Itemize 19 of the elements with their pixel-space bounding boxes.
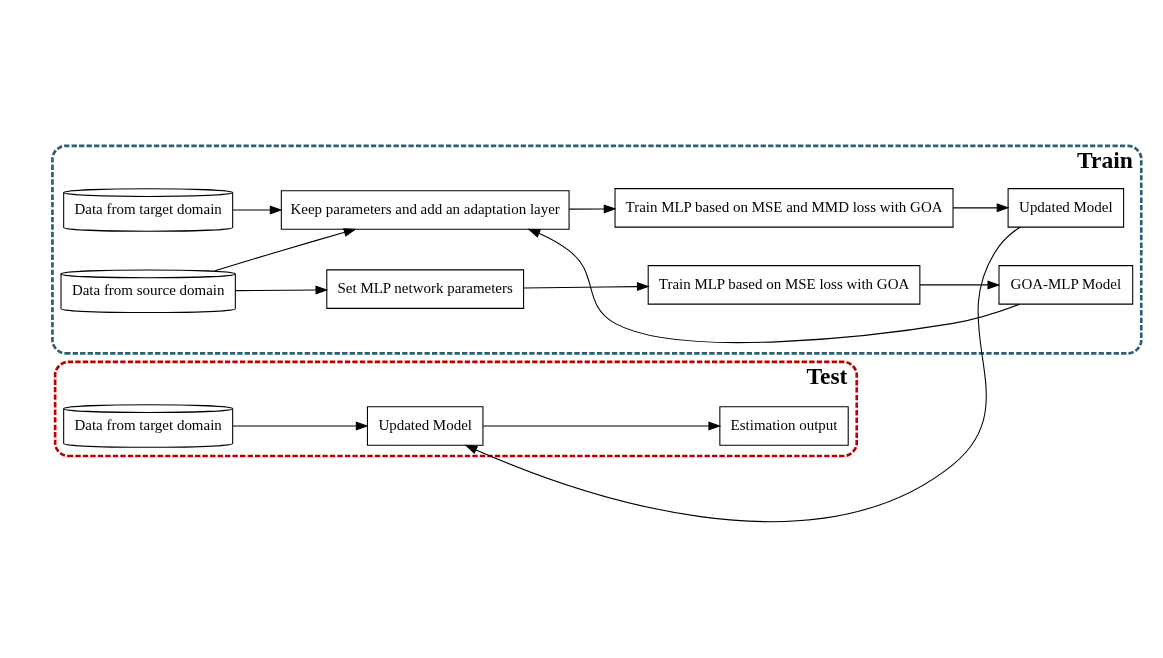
node-box: Train MLP based on MSE loss with GOA <box>647 264 921 305</box>
arrow <box>232 421 369 431</box>
arrow <box>919 279 1001 289</box>
node-box: Estimation output <box>719 405 849 446</box>
arrow <box>214 227 357 271</box>
arrow <box>523 281 650 291</box>
arrow <box>234 285 329 294</box>
node-box: Set MLP network parameters <box>326 268 525 309</box>
arrow <box>232 205 283 214</box>
node-box: Keep parameters and add an adaptation layer <box>280 189 570 230</box>
arrow <box>464 226 1021 522</box>
node-box: Updated Model <box>366 405 484 446</box>
node-box: Train MLP based on MSE and MMD loss with GOA <box>614 187 954 228</box>
node-box: GOA-MLP Model <box>998 264 1134 305</box>
arrow <box>952 202 1010 212</box>
arrow <box>482 421 722 431</box>
arrow <box>568 203 617 213</box>
node-box: Updated Model <box>1007 187 1125 228</box>
arrow <box>527 228 1021 343</box>
